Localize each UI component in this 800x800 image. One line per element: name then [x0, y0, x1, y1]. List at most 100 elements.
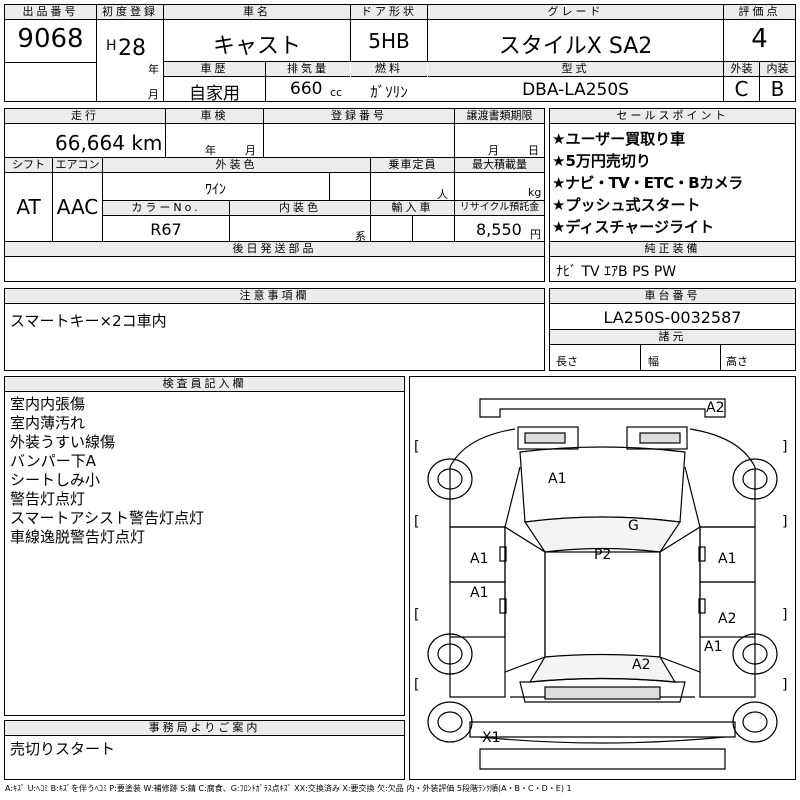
damage-mark-rear-bumper: X1 — [482, 730, 501, 746]
model-label: 型式 — [428, 62, 723, 77]
door: 5HB — [368, 29, 410, 53]
first-reg-label: 初度登録 — [97, 5, 163, 20]
exterior-grade: C — [734, 77, 749, 101]
recycle-unit: 円 — [530, 228, 541, 241]
ac-label: エアコン — [53, 158, 102, 173]
equipment: ﾅﾋﾞ TV ｴｱB PS PW — [556, 264, 677, 280]
sales-points-label: セールスポイント — [550, 109, 795, 124]
inspector-line-2: 室内薄汚れ — [10, 414, 86, 432]
year: 28 — [118, 36, 146, 61]
notes-text: スマートキー×2コ車内 — [10, 312, 167, 330]
shift-label: シフト — [5, 158, 52, 173]
ac: AAC — [56, 195, 99, 219]
displacement: 660 — [290, 79, 323, 99]
score-label: 評価点 — [724, 5, 795, 20]
damage-mark-front-bumper: A2 — [706, 400, 725, 416]
grade: スタイルX SA2 — [498, 34, 653, 59]
width-label: 幅 — [648, 355, 659, 368]
damage-mark-left-rear-door: A1 — [470, 585, 489, 601]
color-label: 外装色 — [103, 158, 370, 173]
inspector-line-5: シートしみ小 — [10, 471, 101, 489]
recycle-label: リサイクル預託金 — [455, 201, 544, 216]
legend-text: A:ｷｽﾞ U:ﾍｺﾐ B:ｷｽﾞを伴うﾍｺﾐ P:要塗装 W:補修跡 S:錆 … — [5, 784, 572, 793]
history: 自家用 — [189, 84, 240, 104]
height-label: 高さ — [726, 355, 748, 368]
lot-no-label: 出品番号 — [5, 5, 96, 20]
chassis-number: LA250S-0032587 — [603, 308, 742, 327]
sales-point-2: ★5万円売切り — [552, 152, 651, 170]
history-label: 車歴 — [164, 62, 265, 77]
capacity-unit: 人 — [437, 188, 448, 201]
chassis-label: 車台番号 — [550, 289, 795, 304]
bracket-left-mid: [ — [414, 514, 420, 530]
car-name-label: 車名 — [164, 5, 350, 20]
office-label: 事務局よりご案内 — [5, 721, 404, 736]
equipment-label: 純正装備 — [550, 242, 795, 257]
inspector-line-6: 警告灯点灯 — [10, 490, 86, 508]
inspector-label: 検査員記入欄 — [5, 377, 404, 392]
model: DBA-LA250S — [522, 80, 629, 100]
damage-mark-left-front-door: A1 — [470, 551, 489, 567]
bracket-right-top: ] — [782, 439, 788, 455]
sales-point-3: ★ナビ・TV・ETC・Bカメラ — [552, 174, 743, 192]
recycle: 8,550 — [476, 220, 522, 239]
later-parts-label: 後日発送部品 — [5, 242, 544, 257]
bracket-left-low: [ — [414, 607, 420, 623]
damage-mark-right-front-door: A1 — [718, 551, 737, 567]
year-unit: 年 — [148, 63, 159, 76]
color-no-label: カラーNo. — [103, 201, 229, 216]
transfer-month-unit: 月 — [488, 144, 499, 157]
damage-mark-hood: A1 — [548, 471, 567, 487]
bracket-left-bottom: [ — [414, 677, 420, 693]
car-outline-diagram — [427, 398, 778, 770]
grade-label: グレード — [428, 5, 723, 20]
notes-label: 注意事項欄 — [5, 289, 544, 304]
color-no: R67 — [150, 220, 182, 239]
interior-label: 内装 — [760, 62, 795, 77]
inspection-month-unit: 月 — [245, 144, 256, 157]
bracket-right-mid: ] — [782, 514, 788, 530]
inspector-line-7: スマートアシスト警告灯点灯 — [10, 509, 204, 527]
exterior-label: 外装 — [724, 62, 759, 77]
bracket-left-top: [ — [414, 439, 420, 455]
inspection-year-unit: 年 — [205, 144, 216, 157]
reg-no-label: 登録番号 — [264, 109, 454, 124]
inspector-line-4: バンパー下A — [10, 452, 97, 470]
displacement-label: 排気量 — [266, 62, 350, 77]
door-label: ドア形状 — [351, 5, 427, 20]
damage-diagram: [ ] [ ] [ ] [ ] A2 A1 G A1 P2 A1 A1 A2 A… — [409, 376, 796, 780]
era: H — [106, 38, 117, 54]
damage-mark-right-rear-door: A2 — [718, 611, 737, 627]
bracket-right-bottom: ] — [782, 677, 788, 693]
inspector-line-3: 外装うすい線傷 — [10, 433, 116, 451]
inspection-label: 車検 — [166, 109, 263, 124]
sales-point-5: ★ディスチャージライト — [552, 218, 714, 236]
mileage: 66,664 km — [55, 131, 163, 155]
damage-mark-rear-hatch: A2 — [632, 657, 651, 673]
transfer-label: 譲渡書類期限 — [455, 109, 544, 124]
load-label: 最大積載量 — [455, 158, 544, 173]
car-name: キャスト — [212, 34, 301, 59]
inspector-notes: 室内内張傷 室内薄汚れ 外装うすい線傷 バンパー下A シートしみ小 警告灯点灯 … — [10, 395, 204, 547]
length-label: 長さ — [556, 355, 578, 368]
inspector-block — [4, 376, 405, 716]
fuel: ｶﾞｿﾘﾝ — [370, 83, 408, 101]
mileage-label: 走行 — [5, 109, 165, 124]
load-unit: kg — [528, 186, 542, 199]
inspector-line-1: 室内内張傷 — [10, 395, 86, 413]
office-text: 売切りスタート — [10, 740, 116, 758]
header-block — [4, 4, 796, 102]
lot-no: 9068 — [17, 24, 84, 54]
sales-point-1: ★ユーザー買取り車 — [552, 130, 686, 148]
displacement-unit: cc — [330, 86, 343, 99]
damage-mark-roof: P2 — [594, 547, 612, 563]
color: ﾜｲﾝ — [205, 182, 226, 198]
sales-point-4: ★プッシュ式スタート — [552, 196, 701, 214]
damage-mark-windshield: G — [628, 518, 639, 534]
import-label: 輸入車 — [371, 201, 454, 216]
month-unit: 月 — [148, 88, 159, 101]
damage-mark-right-quarter: A1 — [704, 639, 723, 655]
int-color-unit: 系 — [355, 230, 366, 243]
score: 4 — [751, 24, 768, 54]
bracket-right-low: ] — [782, 607, 788, 623]
